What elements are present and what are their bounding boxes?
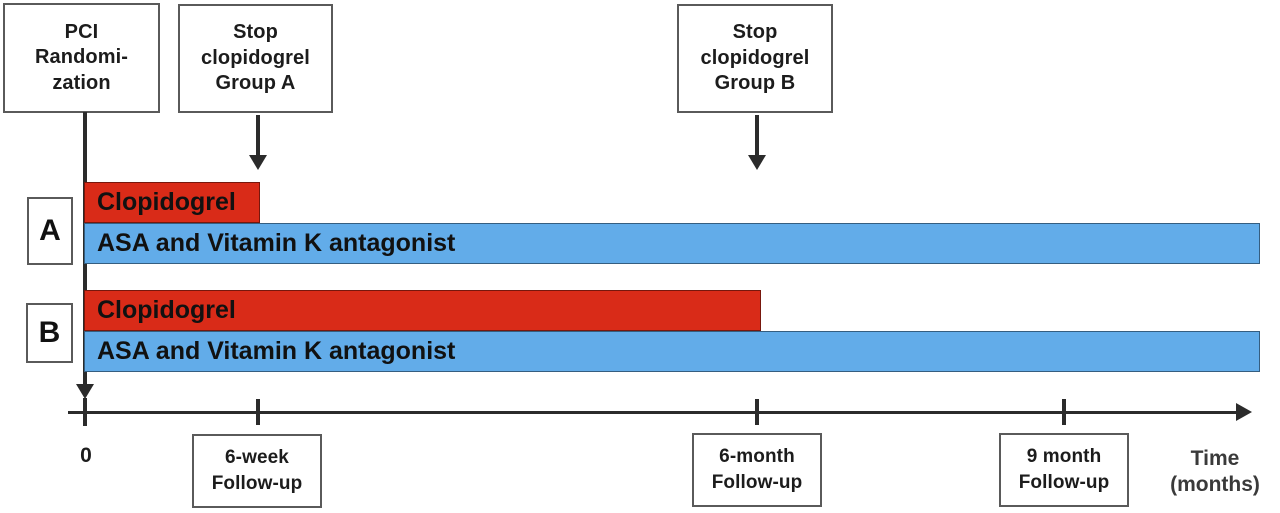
axis-caption-time-months: Time (months) [1155,446,1275,499]
stop-a-line-2: clopidogrel [201,46,310,69]
group-b-letter: B [38,316,61,349]
pci-line-3: zation [52,71,111,94]
bar-group-b-clopidogrel: Clopidogrel [84,290,761,331]
event-box-pci-randomization: PCI Randomi- zation [3,3,160,113]
arrow-stop-group-a [248,115,268,170]
bar-group-b-asa-vka-label: ASA and Vitamin K antagonist [97,337,456,365]
group-label-a: A [27,197,73,265]
group-a-letter: A [39,214,61,247]
bar-group-a-asa-vka-label: ASA and Vitamin K antagonist [97,229,456,257]
followup-9-month-line-2: Follow-up [1018,472,1110,493]
stop-b-line-2: clopidogrel [700,46,810,69]
bar-group-a-clopidogrel: Clopidogrel [84,182,260,223]
stop-a-line-3: Group A [215,72,296,95]
bar-group-b-clopidogrel-label: Clopidogrel [97,296,236,324]
pci-line-1: PCI [64,20,99,43]
followup-box-6-month: 6-month Follow-up [692,433,822,507]
bar-group-a-clopidogrel-label: Clopidogrel [97,188,236,216]
bar-group-a-asa-vka: ASA and Vitamin K antagonist [84,223,1260,264]
stop-a-line-1: Stop [233,21,278,44]
stop-b-line-3: Group B [714,72,796,95]
randomization-arrow-head [76,384,94,399]
axis-tick-9-month [1062,399,1066,425]
time-axis-arrow-head [1236,403,1252,421]
followup-6-month-line-1: 6-month [719,446,795,468]
followup-6-week-line-1: 6-week [225,447,289,469]
event-box-stop-clopidogrel-group-b: Stop clopidogrel Group B [677,4,833,113]
arrow-stop-group-b [747,115,767,170]
event-box-stop-clopidogrel-group-a: Stop clopidogrel Group A [178,4,333,113]
time-axis-line [68,411,1238,414]
followup-6-month-line-2: Follow-up [711,472,803,493]
axis-caption-line-2: (months) [1170,473,1260,497]
axis-tick-6-month [755,399,759,425]
bar-group-b-asa-vka: ASA and Vitamin K antagonist [84,331,1260,372]
followup-box-6-week: 6-week Follow-up [192,434,322,508]
pci-line-2: Randomi- [34,46,129,69]
axis-tick-6-week [256,399,260,425]
axis-zero-text: 0 [80,444,92,467]
stop-b-line-1: Stop [732,21,778,44]
followup-9-month-line-1: 9 month [1026,446,1102,468]
followup-6-week-line-2: Follow-up [211,473,303,494]
axis-zero-label: 0 [70,444,102,468]
axis-tick-0 [83,398,87,426]
group-label-b: B [26,303,73,363]
followup-box-9-month: 9 month Follow-up [999,433,1129,507]
axis-caption-line-1: Time [1190,447,1240,470]
